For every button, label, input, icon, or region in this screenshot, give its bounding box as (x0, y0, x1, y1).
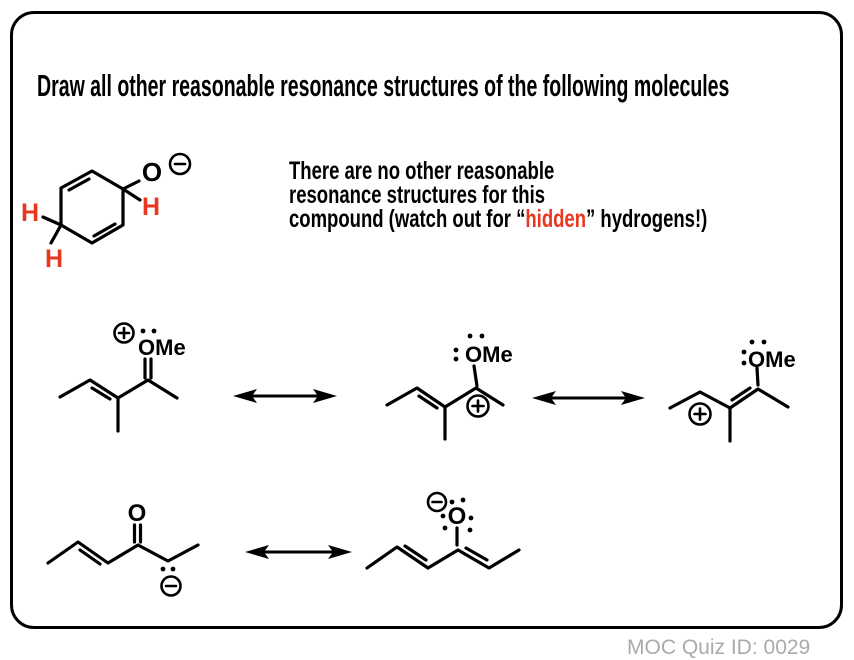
molecule-allyl-cation-resonance-3: OMe (668, 339, 796, 443)
c-h-bond-right (121, 187, 142, 202)
hydrogen-label-bottom: H (45, 245, 63, 273)
ome-label: OMe (138, 335, 186, 360)
quiz-id-label: MOC Quiz ID: 0029 (627, 636, 811, 659)
molecule-oxocarbenium-resonance-2: OMe (385, 333, 513, 441)
answer-note-line3: compound (watch out for “hidden” hydroge… (289, 205, 708, 233)
alkene-double-bond (78, 548, 102, 566)
chain-bonds (58, 378, 179, 400)
answer-note-line2: resonance structures for this (289, 181, 545, 209)
plus-charge-icon (113, 322, 135, 344)
lone-pair-dots (440, 497, 474, 533)
molecule-enone-carbanion: O (46, 500, 200, 597)
minus-charge-icon (168, 152, 192, 176)
ring-double-bond-bottom-right (92, 222, 117, 238)
resonance-arrow-3 (245, 545, 352, 559)
c-o-bond (121, 179, 141, 191)
ome-label: OMe (465, 342, 513, 367)
ring-bonds (59, 169, 125, 245)
page-title: Draw all other reasonable resonance stru… (37, 68, 730, 103)
lone-pair-dots (160, 566, 176, 572)
answer-note-line3-post: ” hydrogens!) (586, 205, 708, 233)
resonance-arrow-2 (532, 391, 645, 405)
answer-note-line1: There are no other reasonable (289, 157, 555, 185)
alkene-double-bond-left (403, 544, 428, 562)
alkene-double-bond (417, 394, 439, 410)
alkene-double-bond (90, 386, 112, 401)
hydrogen-label-right: H (142, 193, 160, 221)
chain-bonds (365, 545, 521, 570)
minus-charge-icon (426, 491, 448, 513)
ring-double-bond-top-left (67, 177, 91, 192)
lone-pair-dots (140, 328, 157, 334)
resonance-arrow-1 (233, 389, 337, 403)
chain-bonds (46, 540, 200, 565)
molecule-enolate: O (365, 491, 521, 570)
plus-charge-icon (688, 402, 712, 426)
c-o-bond (755, 366, 760, 387)
chain-bonds (668, 387, 790, 410)
minus-charge-icon (160, 575, 182, 597)
lone-pair-dots (453, 333, 485, 362)
answer-note: There are no other reasonable resonance … (289, 157, 708, 233)
page-border-frame (10, 11, 843, 629)
hydrogen-label-left: H (21, 199, 39, 227)
plus-charge-icon (466, 394, 490, 418)
c-h-bond-bottom (49, 223, 63, 245)
enol-ether-double-bond (730, 386, 752, 402)
c-o-bond (472, 364, 479, 388)
molecule-cyclohexadienolate: O H H H (21, 152, 192, 273)
alkene-double-bond-right (464, 546, 489, 562)
lone-pair-dots (741, 339, 767, 366)
ome-label: OMe (748, 347, 796, 372)
answer-note-line3-pre: compound (watch out for “ (289, 205, 526, 233)
oxygen-label: O (448, 503, 467, 530)
oxygen-label: O (128, 500, 147, 527)
c-h-bond-left (41, 215, 63, 227)
answer-note-hidden-word: hidden (525, 205, 587, 233)
oxygen-label: O (142, 157, 162, 187)
molecule-oxocarbenium-resonance-1: OMe (58, 322, 186, 433)
